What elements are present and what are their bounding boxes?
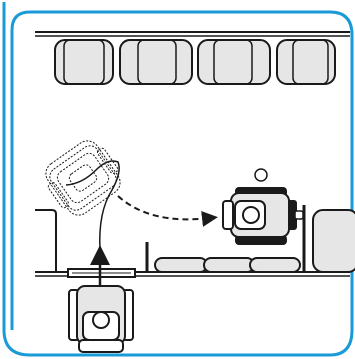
floor-cushion-row bbox=[154, 257, 301, 273]
top-seat-row bbox=[54, 39, 336, 85]
left-partition bbox=[35, 209, 57, 272]
dashed-arrow-icon bbox=[117, 195, 218, 227]
seat bbox=[119, 39, 193, 85]
top-wall bbox=[35, 31, 350, 37]
wheelchair-top-view-icon bbox=[68, 285, 134, 353]
floor-cushion bbox=[249, 257, 301, 273]
turn-path bbox=[65, 160, 120, 251]
seat bbox=[276, 39, 336, 85]
wheelchair-top-view-icon bbox=[222, 168, 304, 245]
door-ramp bbox=[67, 268, 136, 278]
floor-cushion bbox=[203, 257, 255, 273]
seat bbox=[54, 39, 114, 85]
seat bbox=[197, 39, 271, 85]
floor-cushion bbox=[154, 257, 208, 273]
right-seat-block bbox=[302, 205, 355, 273]
wheelchair-ghost-icon bbox=[45, 140, 121, 216]
